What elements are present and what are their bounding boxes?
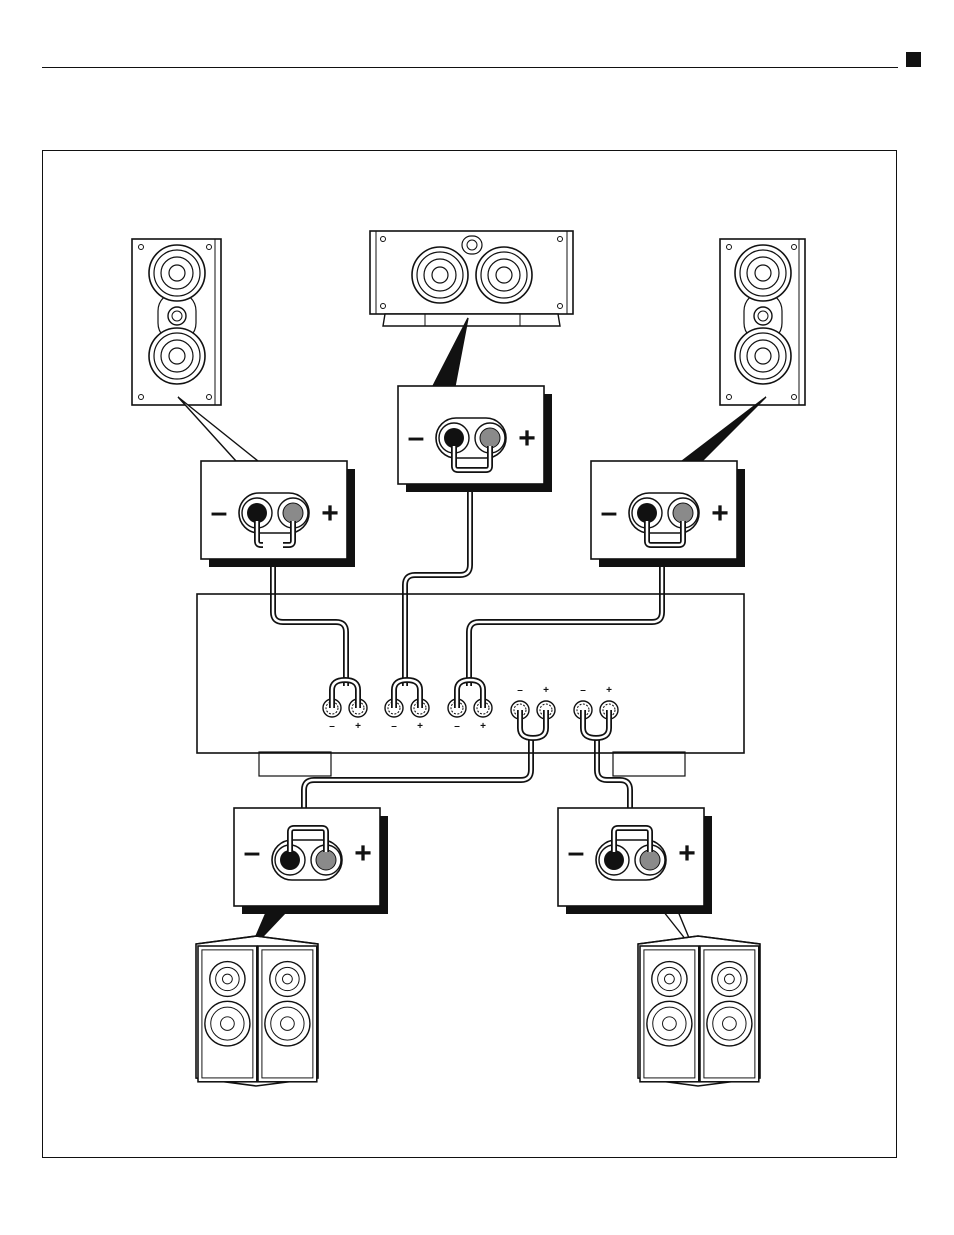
- receiver-foot-right: [613, 752, 685, 776]
- negative-sign: –: [568, 836, 585, 869]
- terminal-pair-center: – +: [385, 680, 429, 732]
- terminal-callout-center: – +: [398, 318, 552, 492]
- terminal-pair-front-right: – +: [448, 680, 492, 732]
- bookshelf-speaker-icon: [720, 239, 805, 405]
- negative-sign: –: [211, 496, 228, 529]
- terminal-positive-label: +: [606, 685, 612, 696]
- terminal-negative-label: –: [329, 721, 335, 732]
- terminal-pair-surround-left: – +: [511, 685, 555, 738]
- terminal-positive-label: +: [355, 721, 361, 732]
- positive-sign: +: [678, 837, 696, 870]
- negative-sign: –: [408, 421, 425, 454]
- surround-speaker-icon: [638, 936, 760, 1086]
- terminal-positive-label: +: [417, 721, 423, 732]
- positive-sign: +: [711, 497, 729, 530]
- terminal-negative-label: –: [454, 721, 460, 732]
- terminal-positive-label: +: [480, 721, 486, 732]
- receiver-foot-left: [259, 752, 331, 776]
- terminal-callout-front-left: – +: [178, 397, 355, 567]
- terminal-pair-surround-right: – +: [574, 685, 618, 738]
- center-speaker-icon: [370, 231, 573, 326]
- positive-sign: +: [321, 497, 339, 530]
- terminal-callout-front-right: – +: [591, 397, 766, 567]
- bookshelf-speaker-icon: [132, 239, 221, 405]
- positive-sign: +: [518, 422, 536, 455]
- terminal-negative-label: –: [580, 685, 586, 696]
- positive-sign: +: [354, 837, 372, 870]
- terminal-callout-surround-right: – +: [558, 808, 712, 950]
- terminal-pair-front-left: – +: [323, 680, 367, 732]
- terminal-negative-label: –: [517, 685, 523, 696]
- receiver-terminals: – + – + – + – +: [323, 680, 618, 738]
- terminal-callout-surround-left: – +: [234, 808, 388, 950]
- surround-speaker-icon: [196, 936, 318, 1086]
- terminal-negative-label: –: [391, 721, 397, 732]
- negative-sign: –: [601, 496, 618, 529]
- terminal-positive-label: +: [543, 685, 549, 696]
- negative-sign: –: [244, 836, 261, 869]
